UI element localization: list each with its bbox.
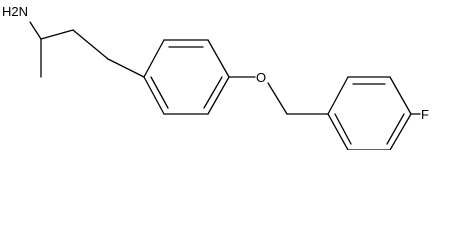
ring1-bond-6 — [143, 76, 165, 115]
ether-linkage — [228, 76, 329, 115]
bond-n-c2 — [29, 21, 42, 40]
benzene-ring-right — [327, 76, 421, 150]
bond-c2-c3 — [40, 29, 74, 40]
ring1-bond-1 — [143, 39, 165, 78]
fluorine-label: F — [421, 107, 429, 122]
ring2-bond-1 — [327, 76, 349, 115]
benzene-ring-left — [143, 39, 230, 115]
oxygen-label: O — [256, 70, 266, 85]
structural-formula: H2N O F — [2, 4, 429, 150]
amine-label: H2N — [2, 4, 28, 19]
ring2-bond-3 — [389, 76, 412, 115]
ring2-bond-6 — [327, 113, 349, 150]
ring1-double-3 — [150, 76, 169, 109]
ring1-bond-3 — [207, 39, 230, 78]
ring2-bond-4 — [389, 113, 412, 150]
bond-c3-c4 — [72, 29, 109, 60]
ring2-double-3 — [334, 113, 352, 145]
ring2-double-2 — [386, 113, 405, 145]
bond-c4-ring — [107, 58, 145, 78]
alkyl-chain — [29, 21, 145, 78]
bond-oxygen-ch2 — [267, 82, 288, 115]
ring1-double-2 — [203, 76, 223, 109]
ring1-bond-4 — [207, 76, 230, 115]
